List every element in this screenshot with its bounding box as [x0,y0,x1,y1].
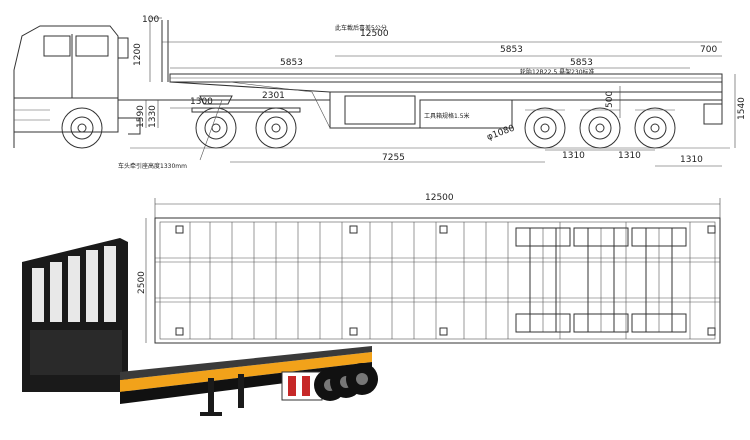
fifth-wheel [199,95,233,105]
dim-span-mid: 5853 [500,45,523,55]
trailer-axle-3 [634,107,676,149]
main-beam [169,81,722,93]
tractor-cab [13,25,330,148]
dim-axle-spacing-2: 1310 [618,151,641,161]
dim-suspension: 500 [605,91,615,108]
dim-frame-height: 1540 [737,97,747,120]
side-dimension-lines [130,17,736,167]
rear-bumper [703,103,723,125]
tire-spec-label: 轮胎12R22.5 悬架230标准 [520,68,595,76]
trailer-photo [22,238,378,416]
trailer-axle-1 [524,107,566,149]
toolbox-rect [344,95,416,125]
dim-total-length-side: 12500 [360,29,389,39]
dim-kingpin-to-axle: 7255 [382,153,405,163]
dim-span-front: 5853 [280,58,303,68]
tractor-wheel-front [61,107,103,149]
dim-headboard-height: 1200 [133,43,143,66]
dim-height-1590: 1590 [136,105,146,128]
plan-length-label: 12500 [425,193,454,203]
toolbox-label: 工具箱规格1.5米 [424,112,470,120]
cross-members [189,222,691,339]
tractor-wheel-rear-2 [255,107,297,149]
top-note: 此车載后喜差5公分 [335,24,387,32]
plan-axles [515,227,687,333]
dim-axle-spacing-1: 1310 [562,151,585,161]
plan-view [145,198,721,344]
dim-span-rear: 5853 [570,58,593,68]
tractor-fender [191,107,301,113]
twist-locks [175,225,716,336]
fifth-wheel-label: 车头牵引座高度1330mm [118,162,187,170]
plan-width-label: 2500 [137,271,147,294]
photo-deck-top [120,346,372,380]
dim-headboard-offset: 100 [142,15,159,25]
photo-deck-stripe [120,352,372,392]
dim-rear-overhang: 700 [700,45,717,55]
toolbox-2 [419,99,513,129]
dim-height-1330: 1330 [148,105,158,128]
trailer-side-frame [161,20,723,129]
dim-kingpin-offset: 1300 [190,97,213,107]
dim-wheel-dia: φ1080 [486,123,517,142]
dim-axle-spacing-3: 1310 [680,155,703,165]
trailer-axle-2 [579,107,621,149]
dim-kingpin-mark: 2301 [262,91,285,101]
tractor-wheel-rear-1 [195,107,237,149]
plan-outline [154,217,721,344]
